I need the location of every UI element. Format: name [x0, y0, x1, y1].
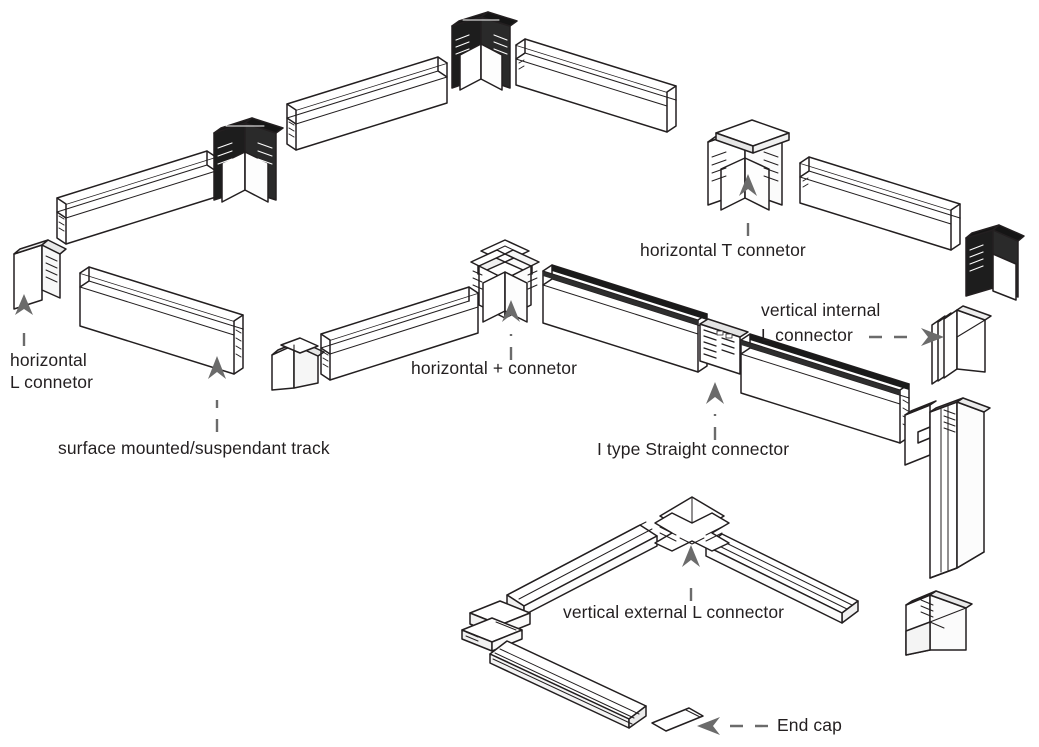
- label-i-type-straight-connector: I type Straight connector: [597, 439, 790, 459]
- i-type-straight-connector: [699, 318, 749, 375]
- label-end-cap: End cap: [777, 715, 842, 735]
- label-surface-mounted-suspendant-track: surface mounted/suspendant track: [58, 438, 330, 458]
- horizontal-plus-connector: [470, 239, 540, 323]
- label-horizontal-l-connector-line2: L connetor: [10, 372, 94, 392]
- callout-vertical-external-l-connector: [682, 545, 700, 601]
- horizontal-l-connector-dark: [451, 11, 518, 91]
- track-rail-main: [542, 264, 708, 373]
- callout-horizontal-l-connector: [15, 294, 33, 346]
- label-horizontal-plus-connector: horizontal + connetor: [411, 358, 578, 378]
- track-rail: [56, 150, 217, 245]
- end-cap-plate: [904, 400, 937, 466]
- track-rail-main: [79, 266, 244, 375]
- track-rail: [286, 56, 448, 151]
- callout-i-type-straight-connector: [706, 382, 724, 440]
- vertical-internal-l-connector: [931, 305, 992, 385]
- callout-arrows: [15, 174, 944, 735]
- horizontal-l-connector-dark: [213, 117, 284, 203]
- callout-horizontal-plus-connector: [502, 300, 520, 360]
- label-horizontal-t-connector: horizontal T connetor: [640, 240, 806, 260]
- label-vertical-internal-l-connector-line2: L connector: [761, 325, 853, 345]
- label-horizontal-l-connector-line1: horizontal: [10, 350, 87, 370]
- track-rail-vertical: [929, 397, 991, 579]
- callout-horizontal-t-connector: [739, 174, 757, 236]
- label-vertical-external-l-connector: vertical external L connector: [563, 602, 785, 622]
- track-rail-main: [740, 333, 910, 444]
- callout-end-cap: [697, 717, 768, 735]
- track-rail: [799, 156, 961, 251]
- horizontal-l-connector: [13, 239, 67, 310]
- track-rail: [489, 640, 647, 729]
- label-vertical-internal-l-connector-line1: vertical internal: [761, 300, 881, 320]
- horizontal-l-connector: [905, 590, 973, 656]
- track-rail: [705, 533, 859, 624]
- vertical-external-l-connector: [461, 600, 531, 652]
- end-cap: [651, 707, 704, 732]
- track-rail: [506, 521, 658, 616]
- track-rail: [515, 38, 677, 133]
- callout-vertical-internal-l-connector: [869, 328, 944, 346]
- callout-surface-track: [208, 356, 226, 432]
- horizontal-l-connector-dark: [965, 224, 1025, 301]
- track-rail: [320, 286, 479, 381]
- horizontal-l-connector: [271, 337, 325, 391]
- vertical-external-l-connector: [654, 496, 730, 552]
- horizontal-t-connector: [707, 119, 790, 211]
